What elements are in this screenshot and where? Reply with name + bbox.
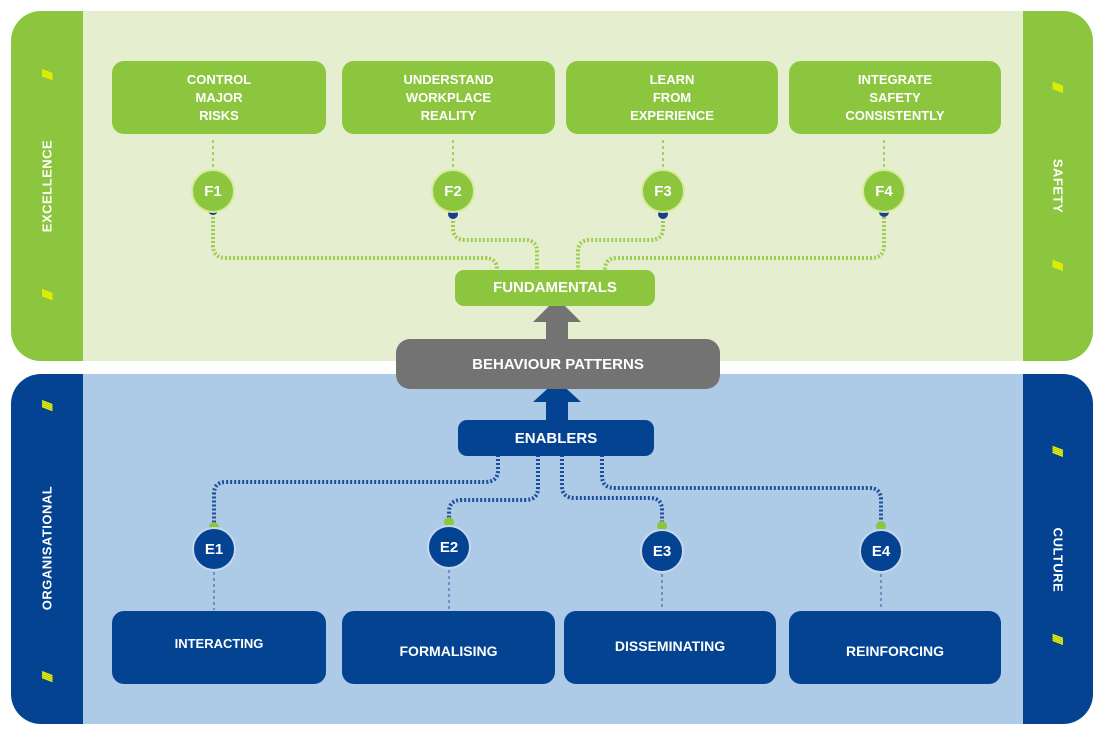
fundamental-box-f2: UNDERSTAND WORKPLACE REALITY	[342, 61, 555, 134]
side-label-culture: CULTURE	[1050, 527, 1066, 593]
hatch-mark: ////	[39, 292, 55, 300]
enabler-box-e4: REINFORCING	[789, 611, 1001, 684]
side-label-excellence: EXCELLENCE	[39, 139, 55, 233]
enabler-badge-e4: E4	[859, 529, 903, 573]
behaviour-patterns-label: BEHAVIOUR PATTERNS	[472, 355, 644, 373]
enablers-hub-label: ENABLERS	[514, 429, 598, 447]
fundamental-box-f4: INTEGRATE SAFETY CONSISTENTLY	[789, 61, 1001, 134]
enabler-box-e2: FORMALISING	[342, 611, 555, 684]
top-connectors	[211, 213, 886, 271]
hatch-mark: ////	[39, 72, 55, 80]
hatch-mark: ////	[1050, 446, 1066, 454]
fundamentals-hub: FUNDAMENTALS	[455, 270, 655, 306]
enablers-hub: ENABLERS	[458, 420, 654, 456]
enabler-label: FORMALISING	[399, 642, 498, 659]
enabler-badge-e2: E2	[427, 525, 471, 569]
enabler-box-e3: DISSEMINATING	[564, 611, 776, 684]
enabler-badge-e3: E3	[640, 529, 684, 573]
fundamental-label: INTEGRATE SAFETY CONSISTENTLY	[845, 71, 945, 123]
bottom-connectors	[212, 455, 883, 526]
fundamental-label: LEARN FROM EXPERIENCE	[630, 71, 714, 123]
fundamental-label: CONTROL MAJOR RISKS	[186, 71, 252, 123]
hatch-mark: ////	[39, 403, 55, 411]
fundamental-badge-f4: F4	[862, 169, 906, 213]
hatch-mark: ////	[1050, 634, 1066, 642]
fundamental-badge-f1: F1	[191, 169, 235, 213]
hatch-mark: ////	[1050, 82, 1066, 90]
side-label-safety: SAFETY	[1050, 158, 1066, 214]
hatch-mark: ////	[39, 674, 55, 682]
enabler-badge-e1: E1	[192, 527, 236, 571]
fundamental-box-f1: CONTROL MAJOR RISKS	[112, 61, 326, 134]
enabler-box-e1: INTERACTING	[112, 611, 326, 684]
fundamental-badge-f3: F3	[641, 169, 685, 213]
side-label-organisational: ORGANISATIONAL	[39, 485, 55, 611]
bottom-stems	[213, 570, 882, 610]
arrow-to-behaviour-patterns	[533, 380, 581, 422]
enabler-label: REINFORCING	[846, 642, 944, 659]
behaviour-patterns-box: BEHAVIOUR PATTERNS	[396, 339, 720, 389]
enabler-label: DISSEMINATING	[614, 637, 726, 654]
top-stems	[212, 140, 885, 168]
fundamentals-hub-label: FUNDAMENTALS	[493, 279, 617, 296]
fundamental-badge-f2: F2	[431, 169, 475, 213]
hatch-mark: ////	[1050, 260, 1066, 268]
enabler-label: INTERACTING	[174, 636, 264, 651]
fundamental-box-f3: LEARN FROM EXPERIENCE	[566, 61, 778, 134]
fundamental-label: UNDERSTAND WORKPLACE REALITY	[403, 71, 494, 123]
